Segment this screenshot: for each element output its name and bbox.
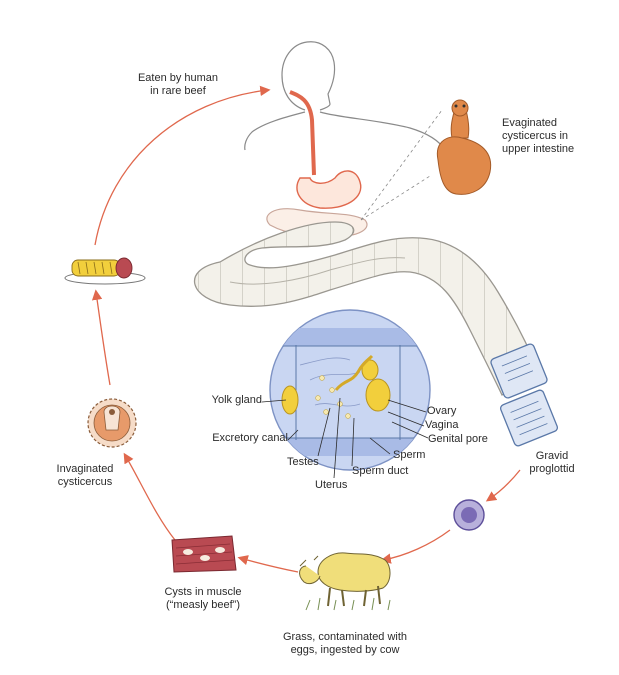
- leader-uterus: [333, 397, 341, 479]
- label-eaten-by-human: Eaten by human in rare beef: [118, 72, 238, 98]
- ovary-organ: [365, 378, 391, 412]
- label-invaginated-cysticercus: Invaginated cysticercus: [40, 463, 130, 489]
- label-evaginated-cysticercus: Evaginated cysticercus in upper intestin…: [502, 117, 574, 156]
- cysticercus-bladder: [436, 136, 492, 195]
- label-grass-line-2: eggs, ingested by cow: [290, 644, 400, 656]
- gravid-proglottids: [490, 343, 559, 447]
- stomach: [296, 170, 362, 209]
- label-eaten-line-2: in rare beef: [150, 85, 206, 97]
- cow-illustration: [299, 552, 391, 611]
- human-shoulders-outline: [319, 111, 446, 151]
- testes-dots: [315, 375, 351, 419]
- rare-beef-plate: [64, 257, 146, 285]
- esophagus: [289, 90, 316, 176]
- label-leader-lines: [261, 397, 429, 479]
- tapeworm-body: [193, 221, 541, 396]
- label-grass-line-1: Grass, contaminated with: [282, 631, 408, 643]
- proglottid-segment-2: [499, 389, 559, 447]
- cow-body: [317, 552, 391, 592]
- cysticercus-neck: [450, 109, 470, 139]
- digestive-tract: [266, 90, 368, 237]
- proglottid-segment-1: [490, 343, 548, 399]
- grass-tufts: [305, 597, 391, 611]
- leader-excretory-canal: [287, 429, 299, 441]
- label-evaginated-line-3: upper intestine: [502, 143, 575, 155]
- label-cysts-line-1: Cysts in muscle: [164, 586, 242, 598]
- label-genital-pore: Genital pore: [428, 433, 488, 445]
- uterus-organ: [334, 354, 374, 391]
- label-cysts-in-muscle: Cysts in muscle (“measly beef”): [138, 586, 268, 612]
- human-figure: [244, 41, 446, 151]
- label-cysts-line-2: (“measly beef”): [166, 599, 240, 611]
- arrow-cow-to-muscle: [237, 555, 299, 573]
- label-gravid-line-2: proglottid: [529, 463, 575, 475]
- label-sperm-duct: Sperm duct: [352, 465, 409, 477]
- leader-yolk-gland: [261, 399, 287, 403]
- label-yolk-gland: Yolk gland: [211, 394, 262, 406]
- label-uterus: Uterus: [315, 479, 348, 491]
- muscle-with-cysts: [171, 535, 237, 573]
- human-head-outline: [281, 41, 336, 111]
- leader-ovary: [387, 399, 427, 413]
- cyst-1: [183, 549, 193, 555]
- label-evaginated-line-2: cysticercus in: [502, 130, 569, 142]
- label-evaginated-line-1: Evaginated: [502, 117, 558, 129]
- arrow-muscle-to-cysticercus: [123, 452, 176, 541]
- egg-embryo: [453, 499, 485, 531]
- cow-legs: [327, 585, 381, 607]
- label-sperm: Sperm: [393, 449, 426, 461]
- leader-genital-pore: [391, 421, 429, 439]
- leader-testes: [317, 407, 331, 457]
- label-invaginated-line-1: Invaginated: [56, 463, 114, 475]
- label-ovary: Ovary: [427, 405, 457, 417]
- tapeworm-strobila: [193, 221, 541, 396]
- cyst-2: [200, 555, 210, 561]
- life-cycle-arrows: [91, 85, 521, 573]
- arrow-cysticercus-to-meat: [91, 289, 111, 386]
- proglottid-magnified-section: [269, 309, 431, 471]
- label-gravid-line-1: Gravid: [535, 450, 569, 462]
- label-vagina: Vagina: [425, 419, 459, 431]
- leader-sperm: [369, 437, 391, 455]
- leader-vagina: [387, 411, 425, 427]
- leader-sperm-duct: [351, 417, 355, 467]
- label-invaginated-line-2: cysticercus: [57, 476, 113, 488]
- label-gravid-proglottid: Gravid proglottid: [512, 450, 592, 476]
- cyst-3: [215, 547, 225, 553]
- arrow-meat-to-human: [94, 85, 271, 246]
- arrow-egg-to-cow: [380, 529, 451, 564]
- arrow-proglottid-to-egg: [485, 469, 521, 502]
- label-eaten-line-1: Eaten by human: [137, 72, 219, 84]
- label-excretory-canal: Excretory canal: [212, 432, 288, 444]
- evaginated-cysticercus: [360, 99, 492, 221]
- label-testes: Testes: [287, 456, 319, 468]
- label-grass-contaminated: Grass, contaminated with eggs, ingested …: [260, 631, 430, 657]
- invaginated-cysticercus: [87, 398, 137, 448]
